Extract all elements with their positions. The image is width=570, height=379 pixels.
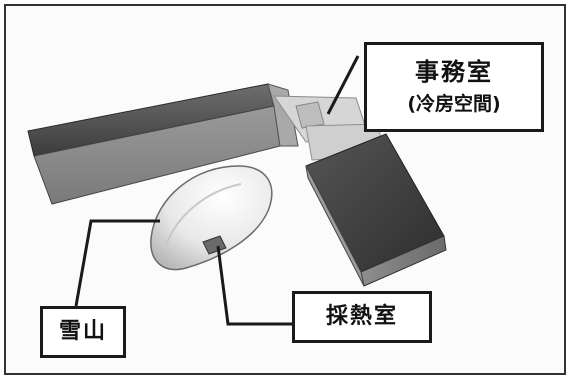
snow-mountain-dome: [150, 165, 273, 271]
callout-snow-mountain: 雪山: [40, 306, 126, 358]
callout-heat-room: 採熱室: [292, 291, 432, 343]
office-building: [305, 133, 447, 287]
office-sublabel: (冷房空間): [407, 93, 501, 116]
left-wing-building: [27, 83, 299, 205]
office-label: 事務室: [415, 58, 493, 87]
callout-office: 事務室 (冷房空間): [364, 42, 544, 132]
heat-collection-room: [202, 235, 227, 255]
snow-leader-line: [74, 219, 160, 307]
snow-mountain-label: 雪山: [58, 319, 107, 345]
heat-leader-line: [216, 245, 292, 326]
heat-room-label: 採熱室: [325, 304, 398, 330]
figure-frame: 事務室 (冷房空間) 雪山 採熱室: [4, 4, 566, 375]
building-model-scene: [27, 55, 447, 326]
leader-lines: [74, 55, 360, 326]
office-leader-line: [326, 55, 360, 115]
